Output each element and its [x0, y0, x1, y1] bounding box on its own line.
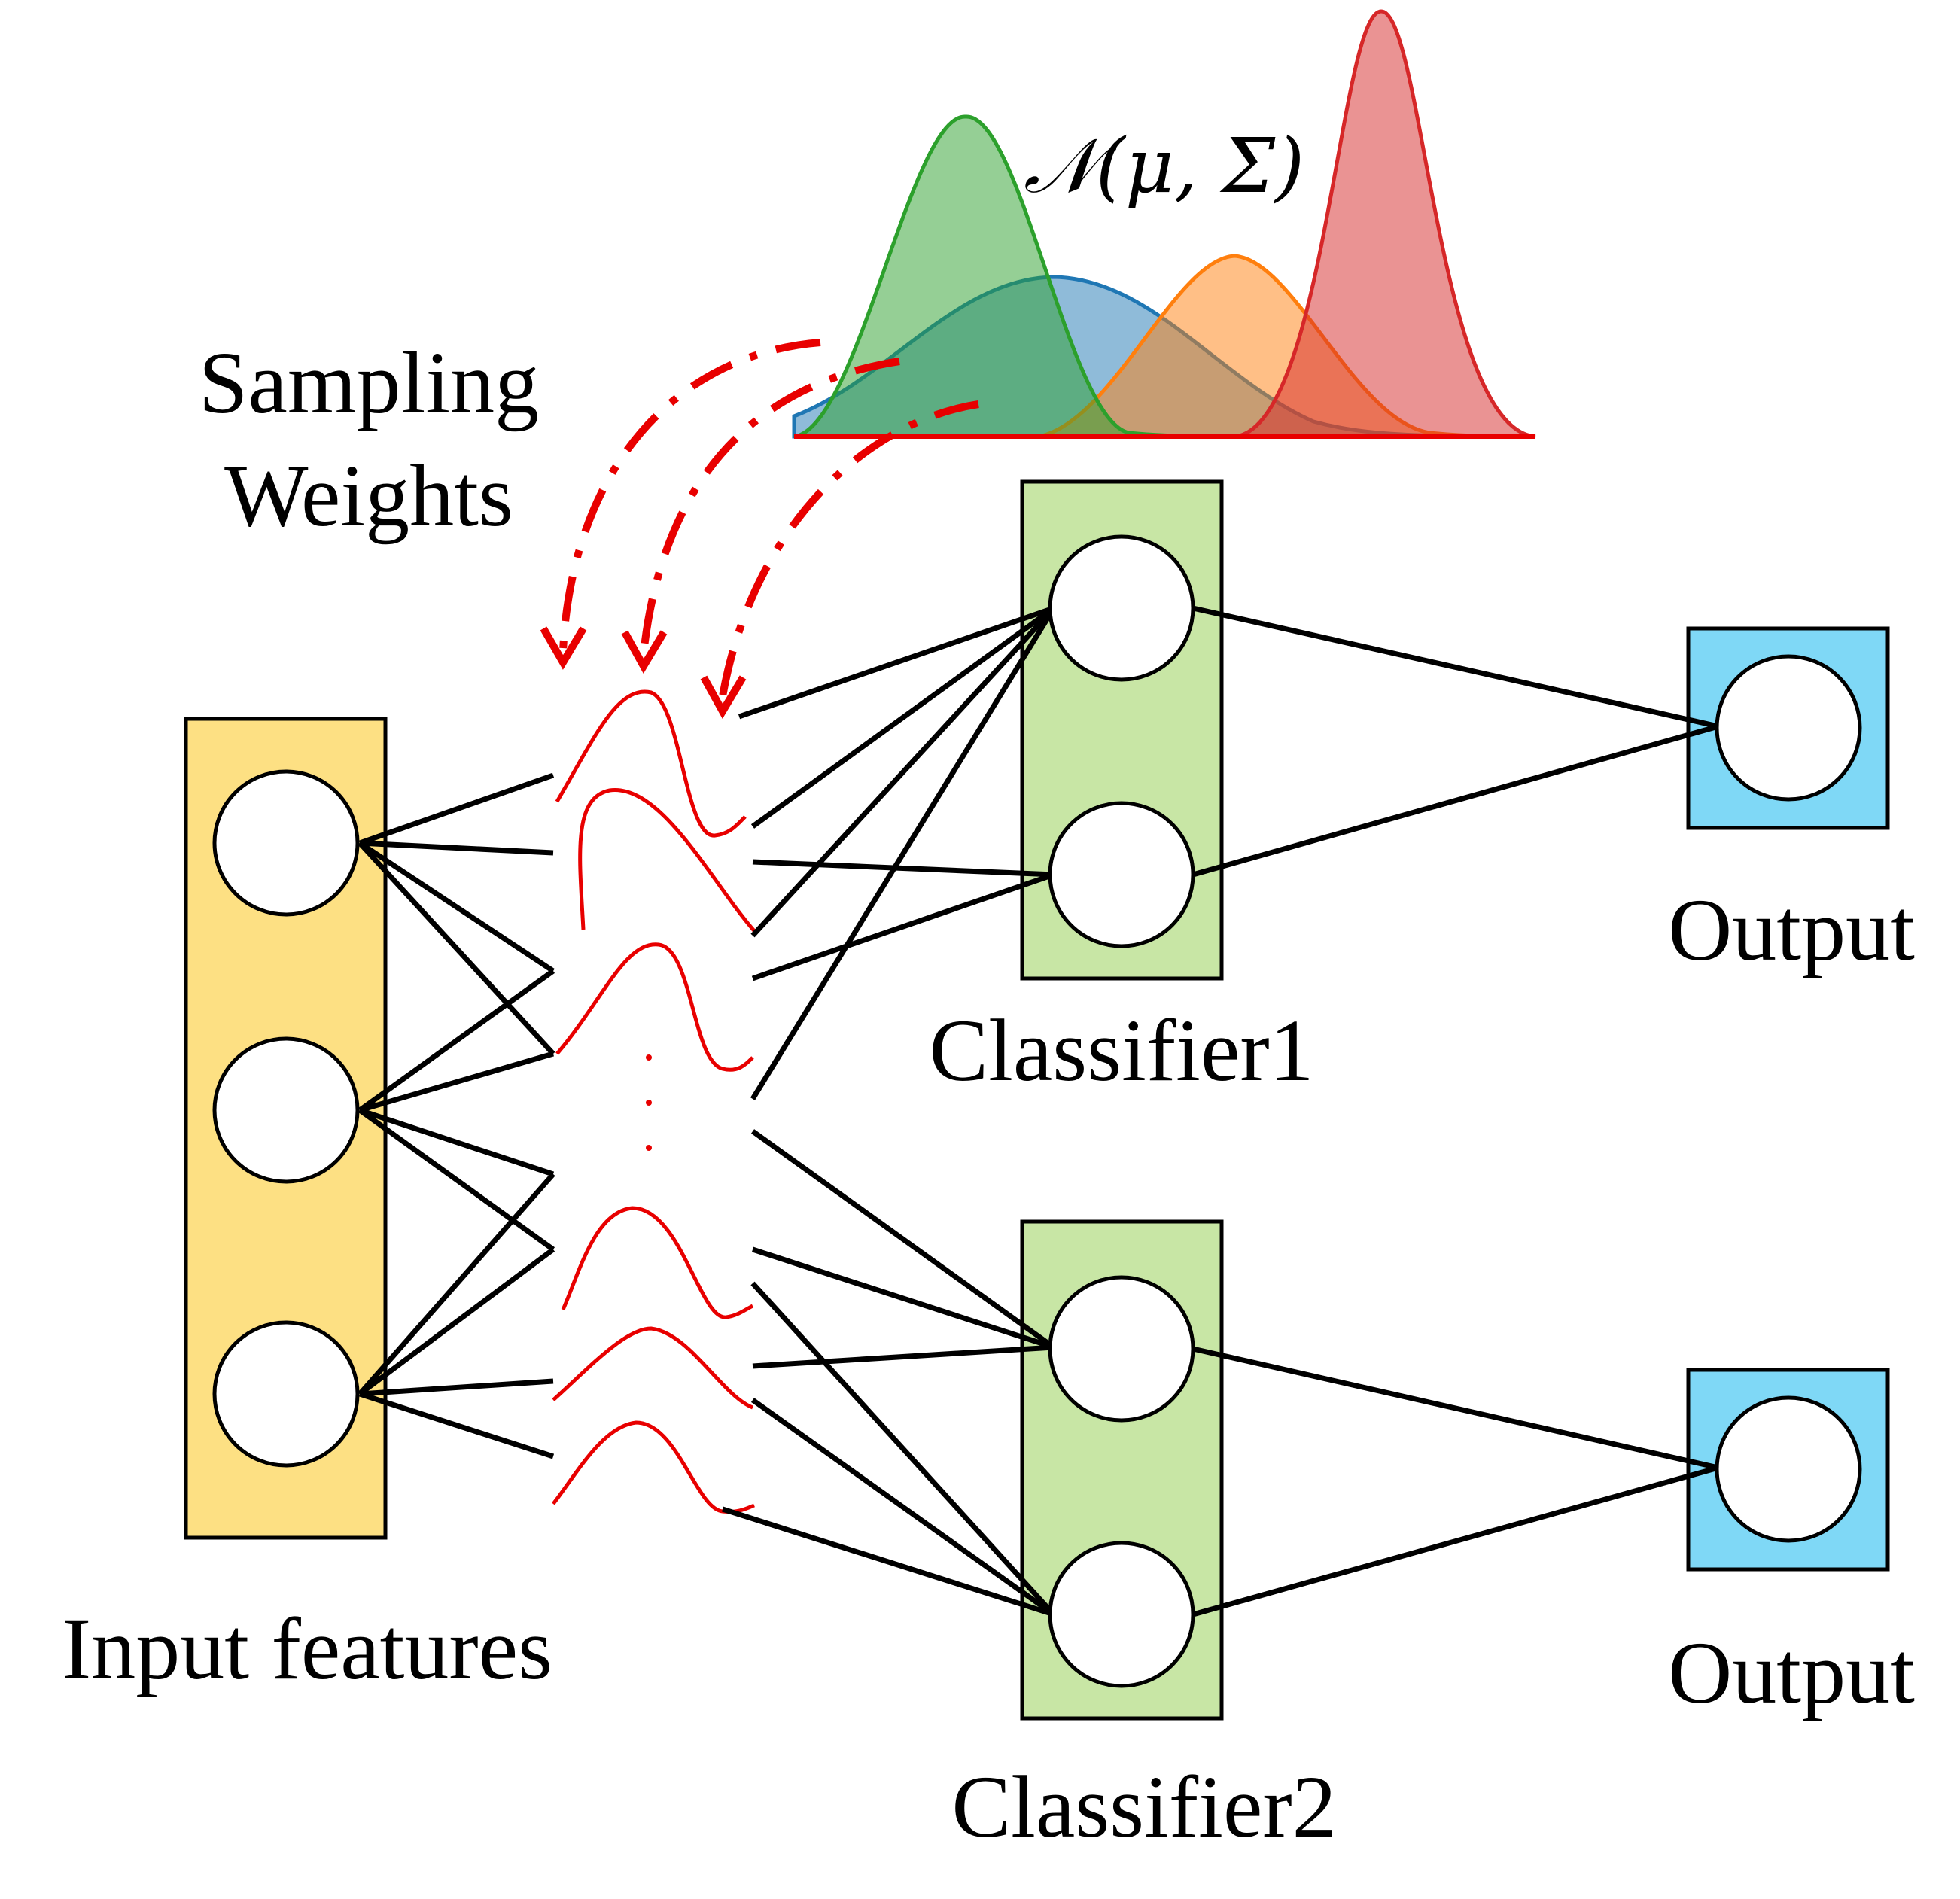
- classifier1-node-1: [1048, 534, 1195, 682]
- ellipsis-dot: [646, 1054, 652, 1061]
- input-node-1: [212, 769, 360, 917]
- weight-curve-6: [552, 1420, 755, 1514]
- gaussian-red: [1234, 9, 1536, 439]
- input-node-2: [212, 1036, 360, 1184]
- sampling-arrow-1: [559, 339, 821, 652]
- weight-curve-5: [552, 1326, 753, 1410]
- distribution-label: 𝒩(μ, Σ): [1024, 122, 1304, 210]
- weight-curve-4: [561, 1206, 754, 1319]
- classifier2-label: Classifier2: [951, 1757, 1336, 1856]
- sampling-arrow-3: [719, 400, 979, 697]
- sampling-arrows: [540, 339, 979, 719]
- sampled-weights: [552, 689, 758, 1514]
- hidden-edges: [721, 605, 1056, 1617]
- output1-node: [1715, 654, 1862, 802]
- output2-node: [1715, 1395, 1862, 1543]
- input-label: Input features: [62, 1599, 552, 1698]
- classifier1-node-2: [1048, 801, 1195, 948]
- classifier2-node-2: [1048, 1541, 1195, 1688]
- arrowhead-icon: [621, 630, 668, 674]
- weight-curve-1: [555, 689, 747, 838]
- sampling-label-line2: Weights: [224, 446, 513, 545]
- output2-label: Output: [1668, 1624, 1915, 1722]
- input-edges: [358, 772, 555, 1459]
- weight-curve-3: [555, 942, 754, 1072]
- classifier1-label: Classifier1: [929, 1001, 1313, 1100]
- sampling-label-line1: Sampling: [199, 333, 539, 432]
- weight-curve-2: [578, 788, 758, 935]
- input-node-3: [212, 1320, 360, 1468]
- arrowhead-icon: [540, 626, 587, 670]
- ellipsis-dot: [646, 1100, 652, 1106]
- gaussian-distributions: [792, 9, 1536, 439]
- ellipsis-dot: [646, 1145, 652, 1151]
- output1-label: Output: [1668, 881, 1915, 979]
- classifier2-node-1: [1048, 1275, 1195, 1423]
- sampling-arrow-2: [640, 358, 900, 654]
- output-edges: [1192, 605, 1719, 1617]
- arrowhead-icon: [700, 675, 747, 719]
